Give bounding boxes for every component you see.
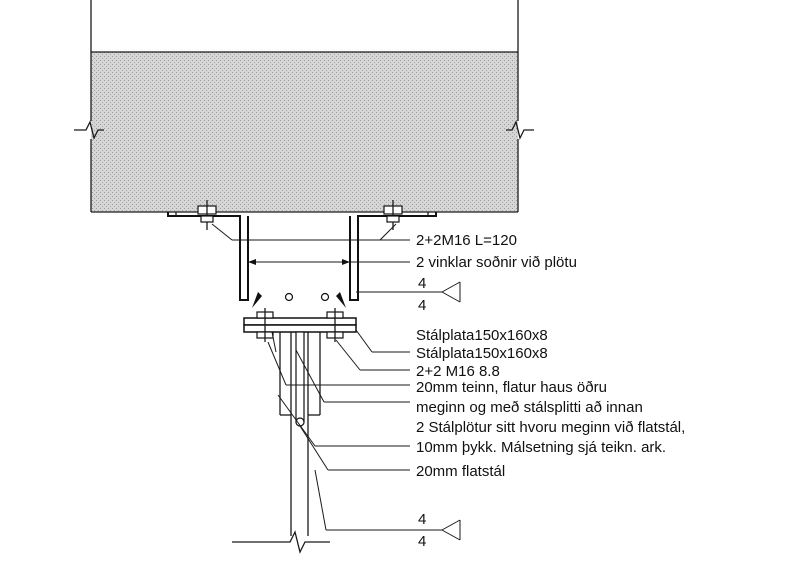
label-side-plates-line2: 10mm þykk. Málsetning sjá teikn. ark. <box>416 439 666 456</box>
middle-bolts <box>256 308 344 342</box>
weld-symbol-top <box>410 281 461 303</box>
label-steel-plate-1: Stálplata150x160x8 <box>416 327 548 344</box>
weld-size-top-lower: 4 <box>418 297 426 314</box>
label-pin-line1: 20mm teinn, flatur haus öðru <box>416 379 607 396</box>
break-symbol-bottom <box>232 530 330 554</box>
label-side-plates-line1: 2 Stálplötur sitt hvoru meginn við flats… <box>416 419 685 436</box>
top-bolts <box>197 200 403 230</box>
label-bolts-top: 2+2M16 L=120 <box>416 232 517 249</box>
steel-angles <box>167 212 437 301</box>
hanger-assembly <box>279 331 321 536</box>
dimension-line <box>248 259 410 265</box>
label-steel-plate-2: Stálplata150x160x8 <box>416 345 548 362</box>
weld-size-top-upper: 4 <box>418 275 426 292</box>
weld-size-bottom-lower: 4 <box>418 533 426 550</box>
angle-welds <box>252 292 346 308</box>
weld-symbol-bottom <box>410 519 461 541</box>
steel-plates <box>243 317 357 333</box>
break-symbol-left <box>74 120 104 140</box>
upper-column <box>90 0 519 52</box>
label-angles: 2 vinklar soðnir við plötu <box>416 254 577 271</box>
label-pin-line2: meginn og með stálsplitti að innan <box>416 399 643 416</box>
concrete-slab <box>90 51 519 213</box>
label-bolts-mid: 2+2 M16 8.8 <box>416 363 500 380</box>
weld-size-bottom-upper: 4 <box>418 511 426 528</box>
break-symbol-right <box>506 120 534 140</box>
label-flat-bar: 20mm flatstál <box>416 463 505 480</box>
leader-lines <box>211 223 410 531</box>
